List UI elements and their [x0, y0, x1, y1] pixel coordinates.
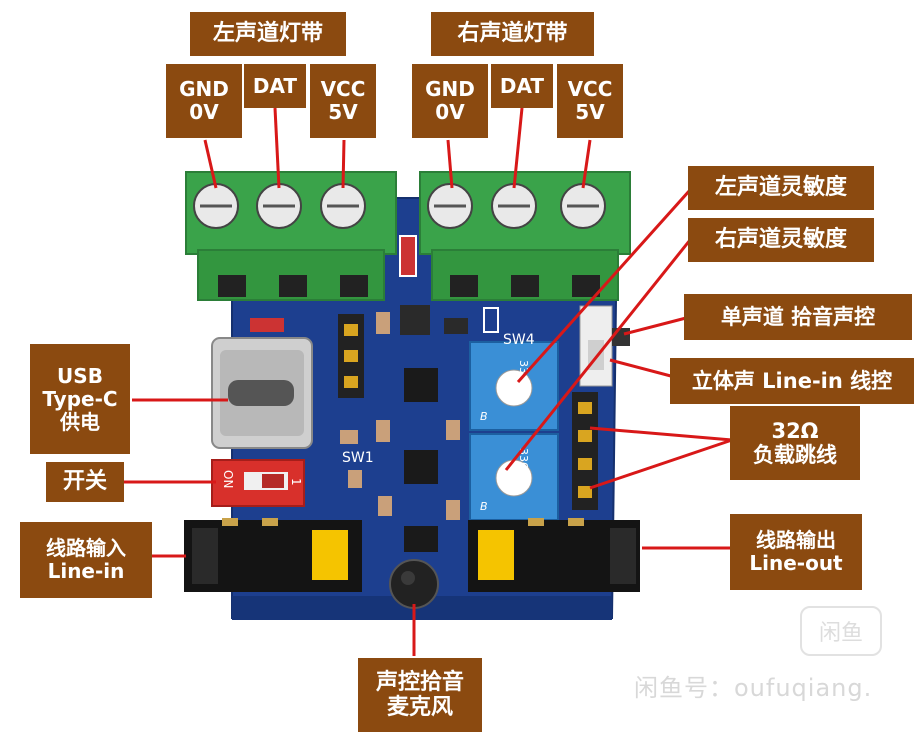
pointer-lines	[124, 107, 733, 656]
sw4-silk: SW4	[503, 332, 535, 348]
load-jumper-line2: 负载跳线	[753, 443, 837, 467]
mono-mic-text: 单声道 拾音声控	[720, 304, 876, 329]
right-terminal-block	[419, 171, 631, 301]
pot-right-b: B	[480, 500, 488, 513]
line-in-jack	[184, 518, 362, 592]
label-right-strip-text: 右声道灯带	[457, 21, 568, 47]
watermark-text: 闲鱼号：oufuqiang.	[634, 674, 873, 702]
line-in-line1: 线路输入	[46, 536, 126, 560]
usb-line3: 供电	[60, 409, 100, 434]
label-left-sensitivity: 左声道灵敏度	[688, 166, 874, 210]
line-out-line1: 线路输出	[756, 528, 836, 552]
gnd-right-line1: GND	[425, 77, 475, 101]
mic-line1: 声控拾音	[375, 669, 464, 695]
usb-line1: USB	[57, 363, 103, 388]
left-sensitivity-text: 左声道灵敏度	[714, 175, 847, 201]
label-stereo-line: 立体声 Line-in 线控	[670, 358, 914, 404]
line-out-line2: Line-out	[749, 551, 843, 575]
left-terminal-block	[185, 171, 397, 301]
usb-line2: Type-C	[42, 386, 118, 411]
label-switch: 开关	[46, 462, 124, 502]
pot-left-b: B	[480, 410, 488, 423]
label-left-strip: 左声道灯带	[190, 12, 346, 56]
stereo-line-text: 立体声 Line-in 线控	[691, 368, 893, 393]
label-mono-mic: 单声道 拾音声控	[684, 294, 912, 340]
vcc-right-line1: VCC	[567, 77, 613, 101]
line-out-jack	[468, 518, 640, 592]
label-microphone: 声控拾音麦克风	[358, 658, 482, 732]
mic-line2: 麦克风	[386, 695, 453, 720]
label-right-strip: 右声道灯带	[431, 12, 594, 56]
dat-left-text: DAT	[252, 73, 298, 98]
vcc-left-line1: VCC	[320, 77, 366, 101]
fuse	[399, 235, 417, 277]
label-dat-left: DAT	[244, 64, 306, 108]
watermark-logo-text: 闲鱼	[818, 621, 863, 646]
sw1-silk: SW1	[342, 450, 374, 466]
switch-text: 开关	[62, 469, 107, 495]
vcc-left-line2: 5V	[328, 100, 358, 124]
label-left-strip-text: 左声道灯带	[212, 21, 323, 47]
gnd-left-line1: GND	[179, 77, 229, 101]
right-sensitivity-text: 右声道灵敏度	[714, 227, 847, 253]
label-dat-right: DAT	[491, 64, 553, 108]
load-jumper-line1: 32Ω	[771, 418, 819, 443]
pot-right-marking: 3362	[517, 448, 530, 476]
line-in-line2: Line-in	[47, 559, 125, 583]
gnd-right-line2: 0V	[435, 100, 465, 124]
vcc-right-line2: 5V	[575, 100, 605, 124]
gnd-left-line2: 0V	[189, 100, 219, 124]
watermark-logo: 闲鱼	[800, 606, 882, 656]
microphone	[389, 559, 439, 609]
dat-right-text: DAT	[499, 73, 545, 98]
label-right-sensitivity: 右声道灵敏度	[688, 218, 874, 262]
dip-one-text: 1	[289, 478, 303, 486]
dip-on-text: ON	[221, 470, 235, 488]
